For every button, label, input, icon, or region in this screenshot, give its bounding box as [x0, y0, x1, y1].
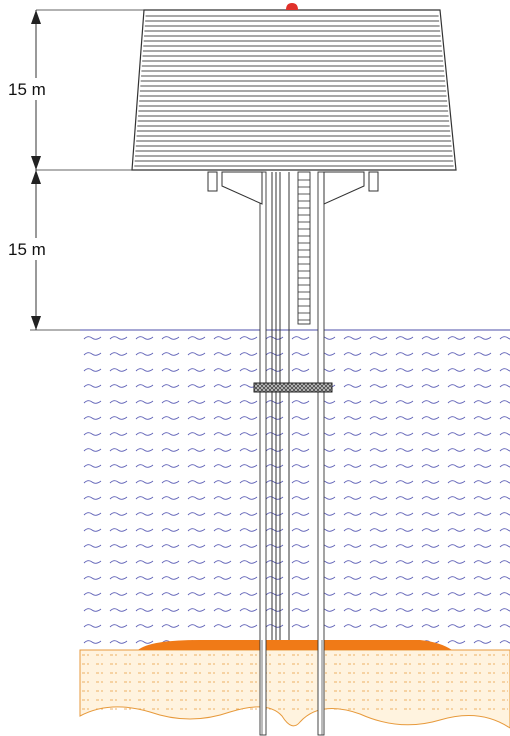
- module-cladding: [134, 15, 454, 167]
- bracket-pad-right: [368, 171, 379, 192]
- dim-label-bg-upper: [4, 78, 56, 100]
- dimension-label-upper: 15 m: [8, 80, 46, 99]
- support-column: [259, 171, 325, 736]
- ladder-rungs: [298, 179, 310, 321]
- ladder-rails: [297, 171, 311, 325]
- bracket-right: [323, 171, 365, 205]
- dim-arrow-upper-top: [31, 10, 41, 24]
- column-outer-right: [317, 171, 325, 736]
- ladder: [297, 171, 311, 325]
- seabed: [79, 640, 510, 729]
- water-wave-texture: [80, 334, 510, 648]
- mesh-collar: [253, 382, 333, 393]
- housing-module: [131, 3, 457, 171]
- dimension-annotations: 15 m 15 m: [4, 9, 144, 331]
- bracket-left: [221, 171, 263, 205]
- column-outer-left: [259, 171, 267, 736]
- sediment-layer: [138, 640, 452, 650]
- beacon-light-icon: [286, 3, 298, 10]
- dim-arrow-lower-top: [31, 170, 41, 184]
- dimension-label-lower: 15 m: [8, 240, 46, 259]
- dim-arrow-upper-bottom: [31, 156, 41, 170]
- module-body: [131, 9, 457, 171]
- dim-arrow-lower-bottom: [31, 316, 41, 330]
- water-body: [80, 329, 510, 650]
- dim-label-bg-lower: [4, 238, 56, 260]
- support-brackets: [207, 171, 379, 205]
- seabed-texture: [82, 652, 508, 712]
- bracket-pad-left: [207, 171, 218, 192]
